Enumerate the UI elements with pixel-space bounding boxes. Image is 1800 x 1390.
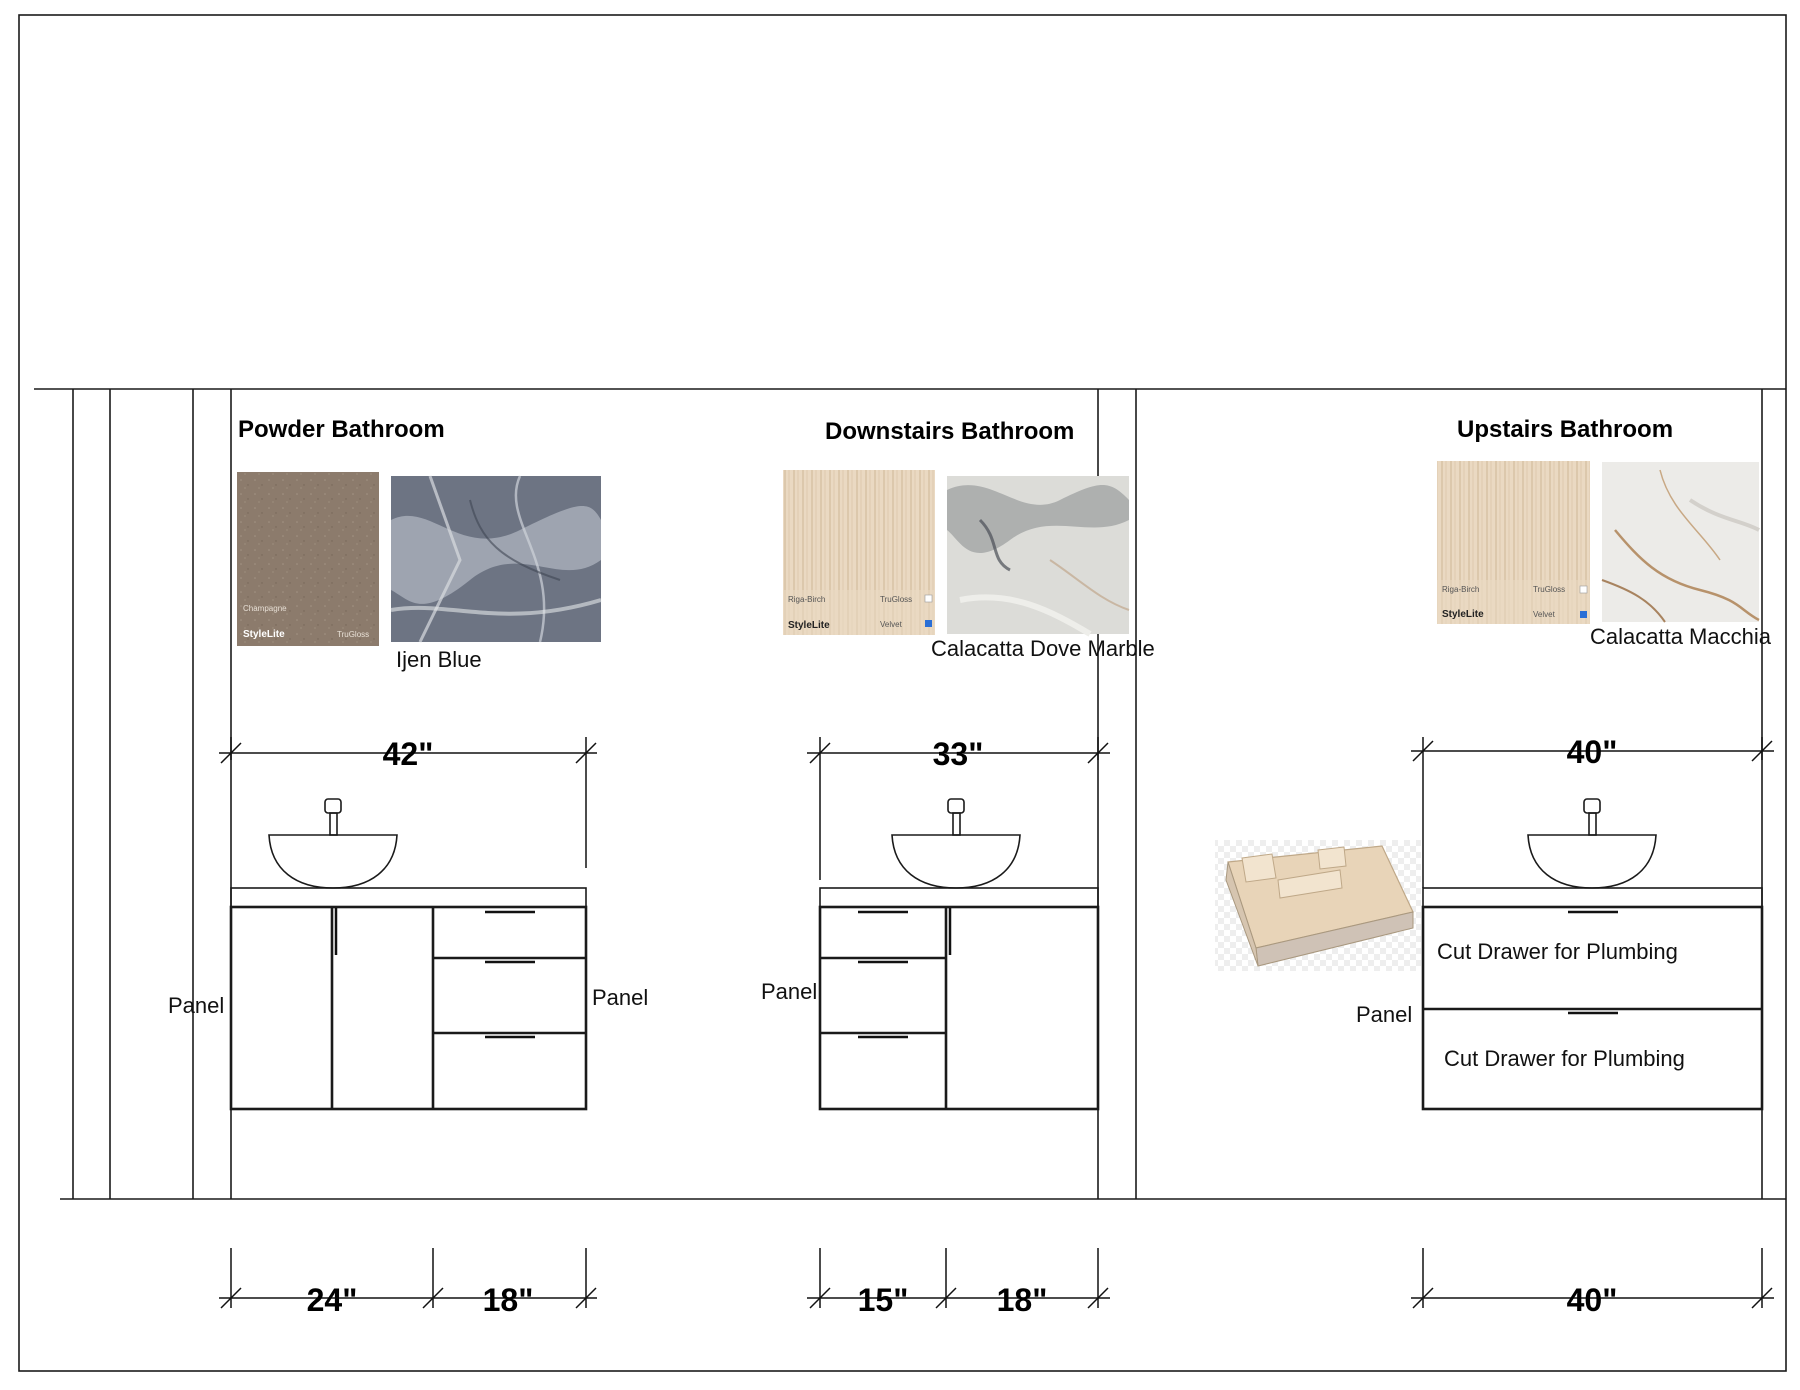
calacatta-dove-swatch	[947, 476, 1130, 637]
downstairs-bottom-dimension	[807, 1248, 1110, 1309]
ijen-blue-swatch	[390, 475, 602, 643]
downstairs-panel-label: Panel	[761, 979, 817, 1004]
trugloss-option-label: TruGloss	[880, 595, 912, 604]
sheet-border	[18, 14, 1787, 1372]
ijen-blue-label: Ijen Blue	[396, 647, 482, 672]
upstairs-vanity	[1421, 887, 1764, 1111]
stylelite-logo: StyleLite	[1442, 609, 1484, 620]
downstairs-door-width: 18"	[997, 1282, 1048, 1318]
velvet-checkbox-checked	[925, 620, 932, 627]
downstairs-drawer-width: 15"	[858, 1282, 909, 1318]
velvet-checkbox-checked	[1580, 611, 1587, 618]
trugloss-label: TruGloss	[337, 630, 369, 639]
powder-top-dimension	[219, 737, 597, 868]
velvet-option-label: Velvet	[1533, 610, 1556, 619]
riga-birch-label: Riga-Birch	[788, 595, 825, 604]
powder-vanity	[229, 887, 588, 1111]
powder-width-dimension: 42"	[383, 736, 434, 772]
powder-left-panel-label: Panel	[168, 993, 224, 1018]
upstairs-top-dimension	[1411, 737, 1774, 888]
u-shaped-drawer-photo	[1215, 840, 1421, 971]
downstairs-vanity	[818, 887, 1100, 1111]
riga-birch-swatch-downstairs: Riga-Birch TruGloss StyleLite Velvet	[783, 470, 935, 635]
upstairs-bottom-dimension	[1411, 1248, 1774, 1309]
lower-drawer-label: Cut Drawer for Plumbing	[1444, 1046, 1685, 1071]
upper-drawer-label: Cut Drawer for Plumbing	[1437, 939, 1678, 964]
powder-right-panel-label: Panel	[592, 985, 648, 1010]
upstairs-bathroom-title: Upstairs Bathroom	[1457, 416, 1673, 443]
trugloss-checkbox	[1579, 585, 1588, 594]
calacatta-dove-label: Calacatta Dove Marble	[931, 636, 1155, 661]
upstairs-vessel-sink	[1527, 798, 1657, 889]
champagne-swatch-name: Champagne	[243, 604, 287, 613]
calacatta-macchia-swatch	[1601, 462, 1760, 623]
upstairs-width-dimension: 40"	[1567, 734, 1618, 770]
stylelite-logo: StyleLite	[243, 629, 285, 640]
downstairs-bathroom-section: Downstairs Bathroom Riga-Birch TruGloss …	[761, 418, 1155, 1318]
trugloss-option-label: TruGloss	[1533, 585, 1565, 594]
champagne-swatch: Champagne StyleLite TruGloss	[237, 472, 379, 646]
downstairs-top-dimension	[807, 737, 1110, 880]
trugloss-checkbox	[924, 594, 933, 603]
powder-bathroom-section: Powder Bathroom Champagne StyleLite TruG…	[168, 416, 648, 1318]
riga-birch-swatch-upstairs: Riga-Birch TruGloss StyleLite Velvet	[1437, 461, 1590, 624]
velvet-option-label: Velvet	[880, 620, 903, 629]
riga-birch-label: Riga-Birch	[1442, 585, 1479, 594]
upstairs-bottom-width: 40"	[1567, 1282, 1618, 1318]
downstairs-vessel-sink	[891, 798, 1021, 889]
calacatta-macchia-label: Calacatta Macchia	[1590, 624, 1772, 649]
downstairs-width-dimension: 33"	[933, 736, 984, 772]
stylelite-logo: StyleLite	[788, 620, 830, 631]
powder-bathroom-title: Powder Bathroom	[238, 416, 445, 443]
upstairs-panel-label: Panel	[1356, 1002, 1412, 1027]
powder-vessel-sink	[268, 798, 398, 889]
powder-drawer-width: 18"	[483, 1282, 534, 1318]
upstairs-bathroom-section: Upstairs Bathroom Riga-Birch TruGloss St…	[1215, 416, 1774, 1318]
powder-bottom-dimension	[219, 1248, 597, 1309]
downstairs-bathroom-title: Downstairs Bathroom	[825, 418, 1074, 445]
powder-door-width: 24"	[307, 1282, 358, 1318]
